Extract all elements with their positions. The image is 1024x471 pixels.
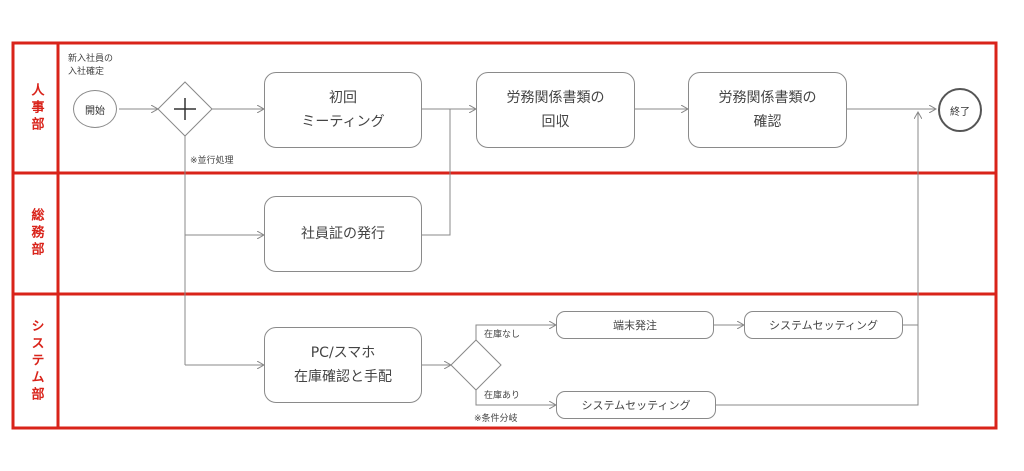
task-collect-documents: 労務関係書類の 回収 — [476, 72, 635, 148]
flow-idcard-collect — [422, 109, 451, 236]
no-stock-label: 在庫なし — [484, 330, 521, 340]
end-event: 終了 — [938, 88, 982, 132]
task-issue-id-card: 社員証の発行 — [264, 196, 422, 272]
task-system-setup-after-order: システムセッティング — [744, 311, 903, 339]
task-order-device: 端末発注 — [556, 311, 714, 339]
flow-condition-instock — [475, 390, 556, 405]
lane-ga-border — [11, 171, 998, 296]
condition-note: ※条件分岐 — [474, 414, 518, 424]
parallel-gateway — [157, 81, 213, 137]
flow-condition-nostock — [475, 325, 556, 340]
condition-gateway — [450, 339, 502, 391]
flow-setup-end-2 — [716, 112, 918, 406]
task-system-setup-in-stock: システムセッティング — [556, 391, 716, 419]
trigger-note: 新入社員の 入社確定 — [68, 54, 114, 77]
task-confirm-documents: 労務関係書類の 確認 — [688, 72, 847, 148]
task-pc-phone-arrange: PC/スマホ 在庫確認と手配 — [264, 327, 422, 403]
parallel-note: ※並行処理 — [190, 156, 234, 166]
task-first-meeting: 初回 ミーティング — [264, 72, 422, 148]
lane-label-hr: 人事部 — [28, 82, 44, 134]
lane-sys-border — [11, 292, 998, 430]
lane-label-ga: 総務部 — [28, 208, 44, 259]
start-event: 開始 — [73, 90, 117, 128]
in-stock-label: 在庫あり — [484, 391, 521, 401]
lane-label-sys: システム部 — [28, 318, 44, 404]
